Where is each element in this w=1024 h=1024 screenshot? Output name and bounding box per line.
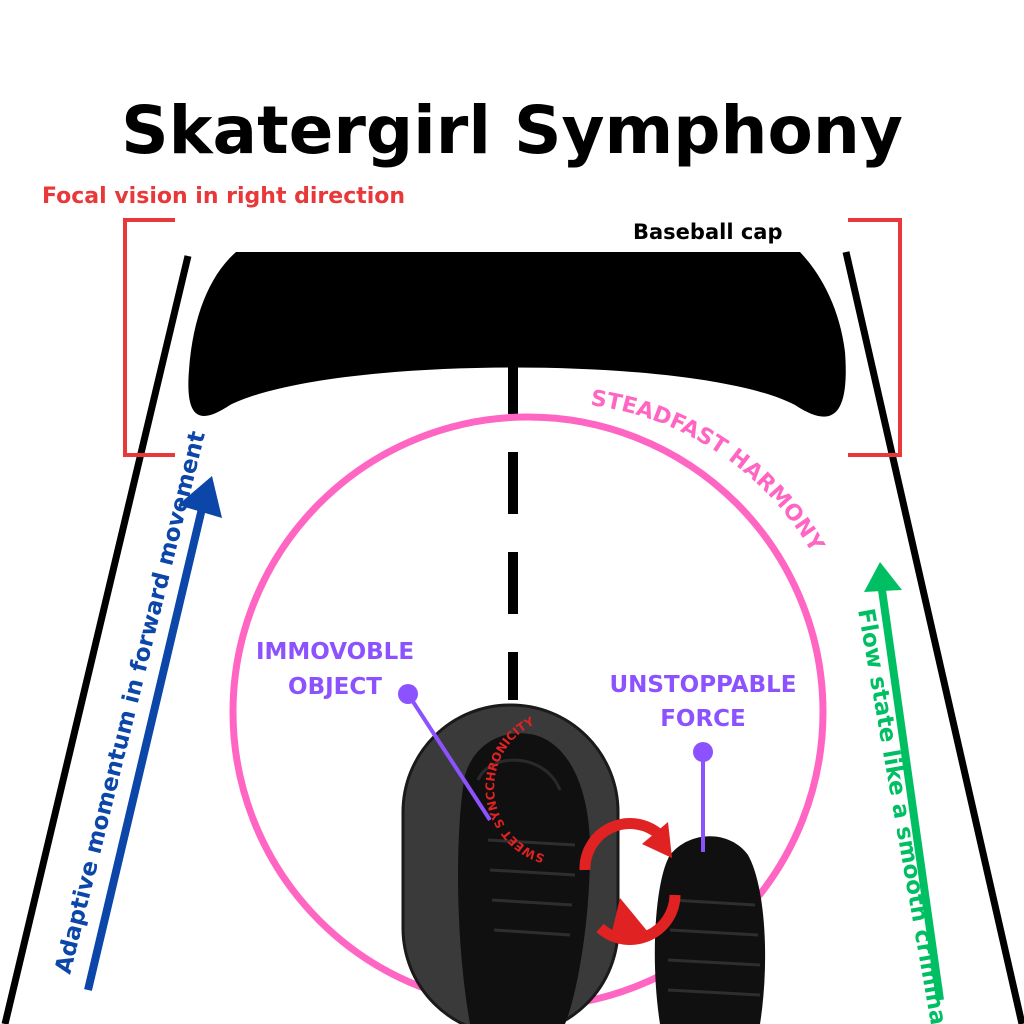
road-right-edge xyxy=(842,251,1024,1024)
immovable-pointer-line xyxy=(406,692,492,822)
unstoppable-force-label-line1: UNSTOPPABLE xyxy=(609,672,796,698)
left-shoe xyxy=(458,733,590,1024)
steadfast-harmony-text: STEADFAST HARMONY xyxy=(589,386,829,557)
sync-arrows-icon xyxy=(579,818,681,945)
unstoppable-pointer-dot xyxy=(693,742,713,762)
focal-bracket-left xyxy=(123,218,175,457)
immovable-object-label-line1: IMMOVOBLE xyxy=(256,639,414,665)
right-shoe xyxy=(654,836,766,1024)
flow-state-label: Flow state like a smooth criminal xyxy=(852,607,952,1024)
adaptive-momentum-arrow xyxy=(84,476,222,991)
baseball-cap-label: Baseball cap xyxy=(633,220,782,244)
immovable-object-label-line2: OBJECT xyxy=(288,674,382,700)
steadfast-harmony-label: STEADFAST HARMONY xyxy=(589,386,829,557)
unstoppable-force-label-line2: FORCE xyxy=(660,706,746,732)
baseball-cap-brim xyxy=(188,252,846,417)
immovable-pointer-dot xyxy=(398,684,418,704)
focal-vision-label: Focal vision in right direction xyxy=(42,184,405,209)
focal-bracket-right xyxy=(848,218,902,457)
road-left-edge xyxy=(1,255,192,1024)
page-title: Skatergirl Symphony xyxy=(121,92,903,169)
flow-state-arrow xyxy=(864,562,944,1001)
